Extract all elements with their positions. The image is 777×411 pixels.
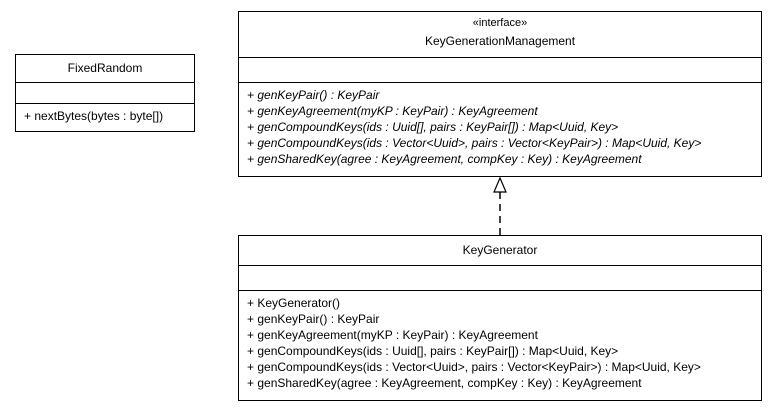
operation: + genCompoundKeys(ids : Uuid[], pairs : … bbox=[247, 344, 619, 358]
operation: + nextBytes(bytes : byte[]) bbox=[24, 109, 164, 123]
stereotype-label: «interface» bbox=[472, 17, 528, 29]
realization-arrowhead-icon bbox=[493, 176, 507, 193]
operation: + genKeyAgreement(myKP : KeyPair) : KeyA… bbox=[247, 328, 538, 342]
operations-compartment: + nextBytes(bytes : byte[]) bbox=[16, 104, 194, 124]
class-fixed-random: FixedRandom + nextBytes(bytes : byte[]) bbox=[15, 54, 195, 132]
operation: + genCompoundKeys(ids : Vector<Uuid>, pa… bbox=[247, 360, 701, 374]
operation: + genSharedKey(agree : KeyAgreement, com… bbox=[247, 376, 642, 390]
class-name: FixedRandom bbox=[67, 61, 143, 75]
class-name-compartment: «interface» KeyGenerationManagement bbox=[239, 12, 761, 58]
class-name: KeyGenerationManagement bbox=[424, 34, 576, 48]
attributes-compartment bbox=[239, 266, 761, 291]
operation: + genCompoundKeys(ids : Vector<Uuid>, pa… bbox=[247, 136, 702, 150]
operations-compartment: + genKeyPair() : KeyPair + genKeyAgreeme… bbox=[239, 83, 761, 167]
attributes-compartment bbox=[16, 83, 194, 104]
class-key-generator: KeyGenerator + KeyGenerator() + genKeyPa… bbox=[238, 235, 762, 401]
operation: + genKeyPair() : KeyPair bbox=[247, 88, 380, 102]
operation: + genKeyAgreement(myKP : KeyPair) : KeyA… bbox=[247, 104, 538, 118]
interface-key-generation-management: «interface» KeyGenerationManagement + ge… bbox=[238, 11, 762, 177]
operation: + genSharedKey(agree : KeyAgreement, com… bbox=[247, 152, 642, 166]
attributes-compartment bbox=[239, 58, 761, 83]
operations-compartment: + KeyGenerator() + genKeyPair() : KeyPai… bbox=[239, 291, 761, 391]
operation: + genKeyPair() : KeyPair bbox=[247, 312, 380, 326]
class-name: KeyGenerator bbox=[462, 243, 538, 257]
class-name-compartment: FixedRandom bbox=[16, 55, 194, 83]
operation: + genCompoundKeys(ids : Uuid[], pairs : … bbox=[247, 120, 619, 134]
class-name-compartment: KeyGenerator bbox=[239, 236, 761, 266]
operation: + KeyGenerator() bbox=[247, 296, 341, 310]
